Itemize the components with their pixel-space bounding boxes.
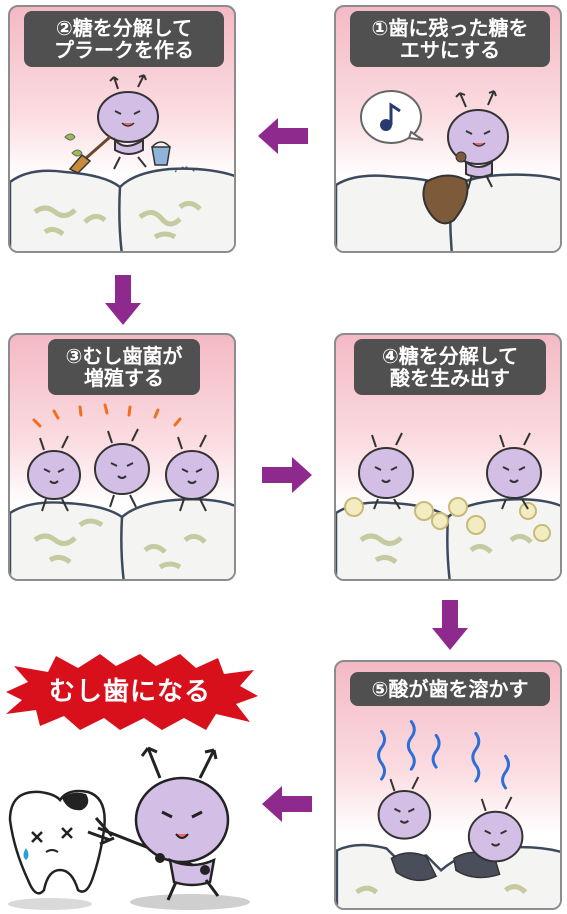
germ-character — [467, 796, 524, 863]
scene-make-plaque — [10, 74, 234, 251]
germ-character — [27, 435, 81, 512]
cavity-hole — [390, 852, 438, 882]
step-label-line2: 増殖する — [84, 366, 164, 390]
step-number: ③ — [65, 344, 83, 368]
step-label-line1: 酸が歯を溶かす — [388, 677, 529, 701]
step-label-1: ①歯に残った糖を エサにする — [350, 11, 550, 67]
germ-character — [165, 434, 219, 512]
tooth-character — [8, 789, 106, 895]
step-number: ④ — [381, 344, 399, 368]
germ-character — [377, 776, 432, 840]
germ-character — [94, 428, 150, 508]
bucket-icon — [151, 141, 171, 166]
acid-bubble — [344, 497, 551, 542]
step-label-line1: 糖を分解して — [398, 344, 519, 368]
arrow-down-4-to-5 — [432, 600, 468, 650]
step-label-line1: 歯に残った糖を — [388, 16, 529, 40]
step-number: ② — [55, 16, 73, 40]
plaque-mark — [33, 205, 107, 237]
scene-germs-multiply — [10, 403, 234, 579]
arrow-left-1-to-2 — [258, 118, 308, 154]
arrow-left-5-to-result — [262, 786, 312, 822]
step-label-3: ③むし歯菌が 増殖する — [48, 339, 200, 395]
arrow-down-2-to-3 — [105, 275, 141, 325]
germ-character — [486, 432, 542, 510]
scene-eat-sugar — [336, 90, 560, 251]
music-note-icon — [380, 102, 401, 131]
step-number: ⑤ — [371, 677, 389, 701]
tooth-surface — [10, 167, 234, 251]
germ-character — [97, 74, 159, 170]
scene-acid-dissolves — [336, 720, 560, 908]
step-label-2: ②糖を分解して プラークを作る — [24, 11, 224, 67]
broom-icon — [68, 135, 111, 174]
result-label: むし歯になる — [48, 677, 211, 707]
step-label-line1: むし歯菌が — [82, 344, 183, 368]
step-label-line1: 糖を分解して — [72, 16, 193, 40]
panel-step-3: ③むし歯菌が 増殖する — [8, 333, 236, 581]
panel-step-4: ④糖を分解して 酸を生み出す — [334, 333, 562, 581]
tooth-surface — [336, 843, 560, 908]
speech-bubble — [360, 90, 424, 144]
panel-step-1: ①歯に残った糖を エサにする — [334, 5, 562, 253]
burst-shape — [6, 654, 258, 730]
acid-wave-icon — [377, 720, 511, 790]
step-label-line2: エサにする — [399, 38, 501, 62]
arrow-right-3-to-4 — [262, 457, 312, 493]
scene-cavity-result — [8, 746, 250, 910]
germ-character — [447, 90, 509, 190]
panel-step-2: ②糖を分解して プラークを作る — [8, 5, 236, 253]
scene-produce-acid — [336, 432, 560, 579]
step-label-line2: 酸を生み出す — [390, 366, 510, 390]
germ-character — [134, 746, 230, 901]
step-number: ① — [371, 16, 389, 40]
sugar-lump — [422, 174, 469, 225]
step-label-5: ⑤酸が歯を溶かす — [350, 672, 550, 706]
result-burst: むし歯になる — [0, 652, 260, 732]
step-label-line2: プラークを作る — [54, 38, 194, 62]
shadow — [130, 894, 250, 910]
tear-icon — [23, 848, 29, 860]
panel-step-5: ⑤酸が歯を溶かす — [334, 660, 562, 910]
plaque-mark — [138, 201, 202, 240]
step-label-4: ④糖を分解して 酸を生み出す — [354, 339, 546, 395]
germ-character — [358, 432, 414, 510]
